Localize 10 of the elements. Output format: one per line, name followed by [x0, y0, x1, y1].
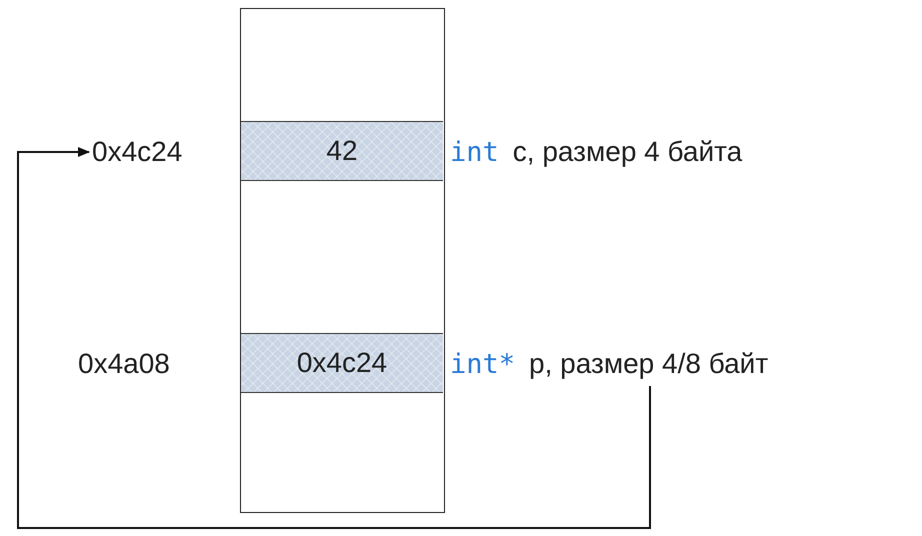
memory-cell: 0x4c24 [241, 333, 443, 393]
variable-description: p, размер 4/8 байт [529, 348, 768, 379]
arrow [17, 147, 651, 529]
type-keyword: int* [450, 349, 516, 380]
variable-description: c, размер 4 байта [512, 136, 742, 167]
memory-column [240, 8, 445, 513]
memory-cell: 42 [241, 121, 443, 181]
memory-address: 0x4a08 [78, 348, 170, 380]
memory-address: 0x4c24 [92, 136, 182, 168]
type-keyword: int [450, 137, 499, 168]
